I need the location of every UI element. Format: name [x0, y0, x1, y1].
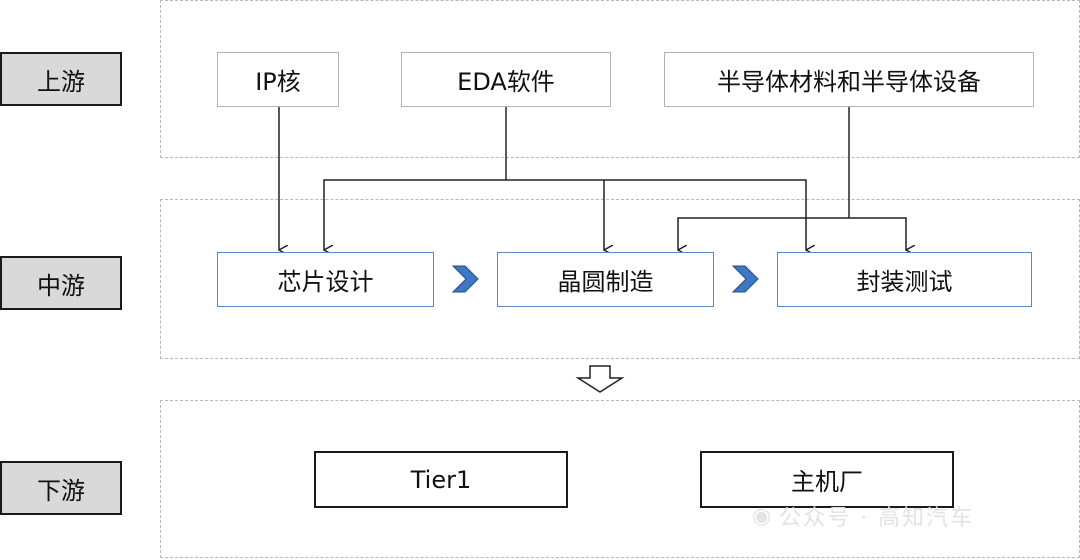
materials-equipment-box: 半导体材料和半导体设备 — [664, 52, 1034, 107]
eda-software-box: EDA软件 — [401, 52, 611, 107]
arrow-materials-to-packaging — [849, 217, 906, 250]
arrow-eda-to-design — [324, 179, 506, 250]
tier1-box: Tier1 — [314, 451, 568, 508]
watermark-text: 公众号 · 高知汽车 — [779, 506, 975, 531]
watermark: ◉ 公众号 · 高知汽车 — [752, 500, 974, 532]
arrow-eda-to-packaging — [506, 179, 806, 250]
chevron-icon-fab-to-packaging — [731, 265, 759, 293]
wafer-fab-box: 晶圆制造 — [497, 252, 714, 307]
oem-box: 主机厂 — [700, 451, 954, 508]
wechat-icon: ◉ — [752, 503, 774, 529]
stage-label-midstream: 中游 — [0, 256, 122, 310]
chevron-icon-design-to-fab — [451, 265, 479, 293]
chip-design-box: 芯片设计 — [217, 252, 434, 307]
stage-label-downstream: 下游 — [0, 461, 122, 515]
packaging-testing-box: 封装测试 — [777, 252, 1032, 307]
arrow-materials-to-fab — [678, 217, 849, 250]
stage-label-upstream: 上游 — [0, 52, 122, 106]
ip-core-box: IP核 — [217, 52, 339, 107]
down-arrow-icon — [575, 365, 625, 393]
